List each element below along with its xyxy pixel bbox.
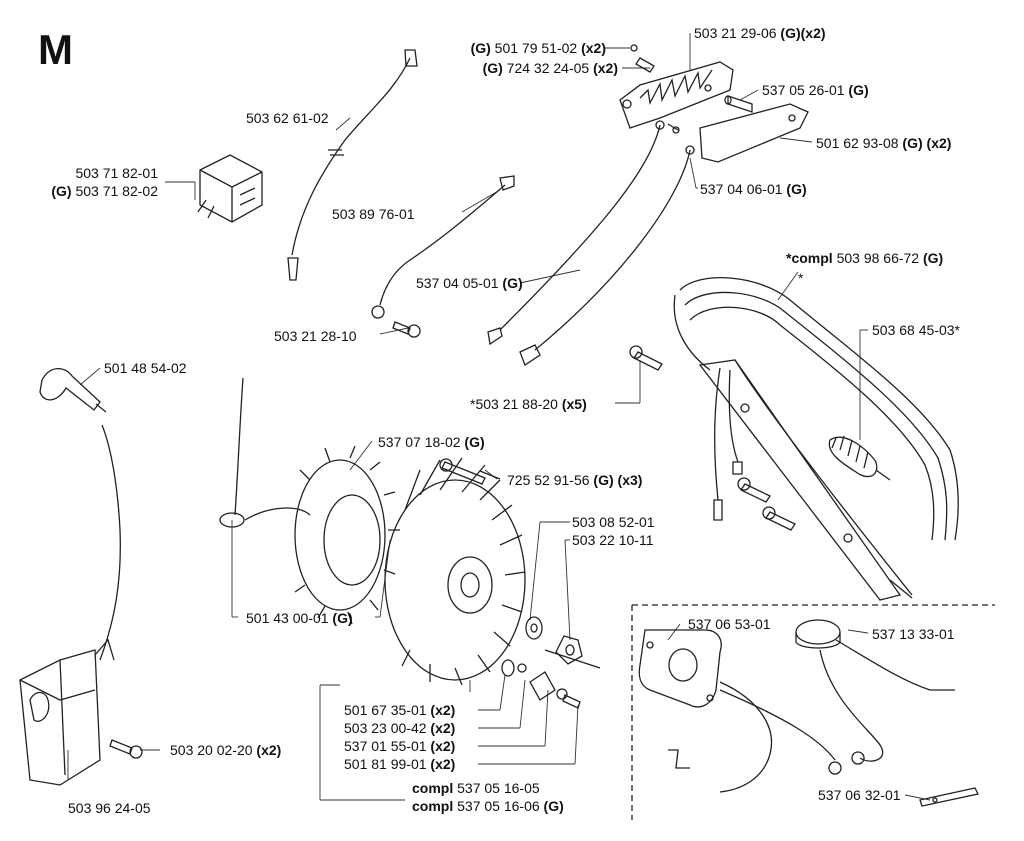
bracket-537-06-32 [919,787,979,807]
rubber-buffer [828,435,891,481]
part-label: *compl 503 98 66-72 (G) [786,250,944,266]
cable-537-04-06 [519,145,695,366]
part-label: (G) 501 79 51-02 (x2) [470,40,606,56]
pawl-parts [501,659,581,709]
part-label: compl 537 05 16-06 (G) [412,798,564,814]
part-label: 503 71 82-01 [75,165,158,181]
part-label: 537 05 26-01 (G) [762,82,869,98]
spark-plug-cap [39,367,107,413]
part-label: 537 06 53-01 [688,616,771,632]
part-label: 501 43 00-01 (G) [246,610,353,626]
front-handle [673,277,959,601]
stator-537-07-18 [294,445,400,625]
part-label: 503 23 00-42 (x2) [344,720,456,736]
bracket-plate-right [699,103,809,163]
part-label: 503 21 29-06 (G)(x2) [694,25,826,41]
part-label: compl 537 05 16-05 [412,780,540,796]
ignition-lead [99,424,121,661]
part-label: 501 62 93-08 (G) (x2) [816,135,952,151]
bracket-plate-left [619,61,734,129]
variant-group-box [631,604,995,820]
part-label: 537 04 05-01 (G) [416,275,523,291]
part-label: 537 01 55-01 (x2) [344,738,456,754]
ignition-lead-stator [219,377,311,528]
part-label: 503 22 10-11 [572,532,654,548]
part-label: 537 13 33-01 [872,626,955,642]
part-label: 503 96 24-05 [68,800,151,816]
part-label: 501 67 35-01 (x2) [344,702,456,718]
part-label: (G) 503 71 82-02 [51,183,158,199]
part-label: *503 21 88-20 (x5) [470,396,587,412]
cable-503-62-61 [287,49,418,281]
wires-gasket [668,681,842,793]
screw-503-20-02 [109,739,143,759]
leader-lines [67,33,931,801]
part-label: 537 04 06-01 (G) [700,181,807,197]
part-label: 501 81 99-01 (x2) [344,756,456,772]
part-label: 503 62 61-02 [246,110,329,126]
handle-screws [629,345,796,531]
gasket-537-06-53 [638,629,722,708]
part-label: 503 21 28-10 [274,328,357,344]
flywheel-screws [439,458,501,485]
washer-nut [525,616,601,669]
sensor-537-13-33 [795,619,955,765]
spacer-bushing [724,95,753,113]
switch-connector [197,154,263,223]
ignition-module [19,638,115,786]
part-label: 503 08 52-01 [572,514,655,530]
part-label: 503 20 02-20 (x2) [170,742,282,758]
part-label: * [798,270,804,286]
cable-503-89-76 [371,175,515,319]
sheet-letter: M [38,26,73,73]
screw-503-21-28 [392,321,421,338]
part-label: 503 89 76-01 [332,206,415,222]
handle-wires [713,367,743,521]
part-label: 725 52 91-56 (G) (x3) [507,472,643,488]
part-label: (G) 724 32 24-05 (x2) [482,60,618,76]
part-label: 501 48 54-02 [104,360,187,376]
small-screws-top [630,44,680,134]
part-label: 503 68 45-03* [872,322,960,338]
part-label: 537 07 18-02 (G) [378,434,485,450]
flywheel-fan [384,457,526,686]
cable-537-04-05 [487,120,665,346]
part-label: 537 06 32-01 [818,787,901,803]
